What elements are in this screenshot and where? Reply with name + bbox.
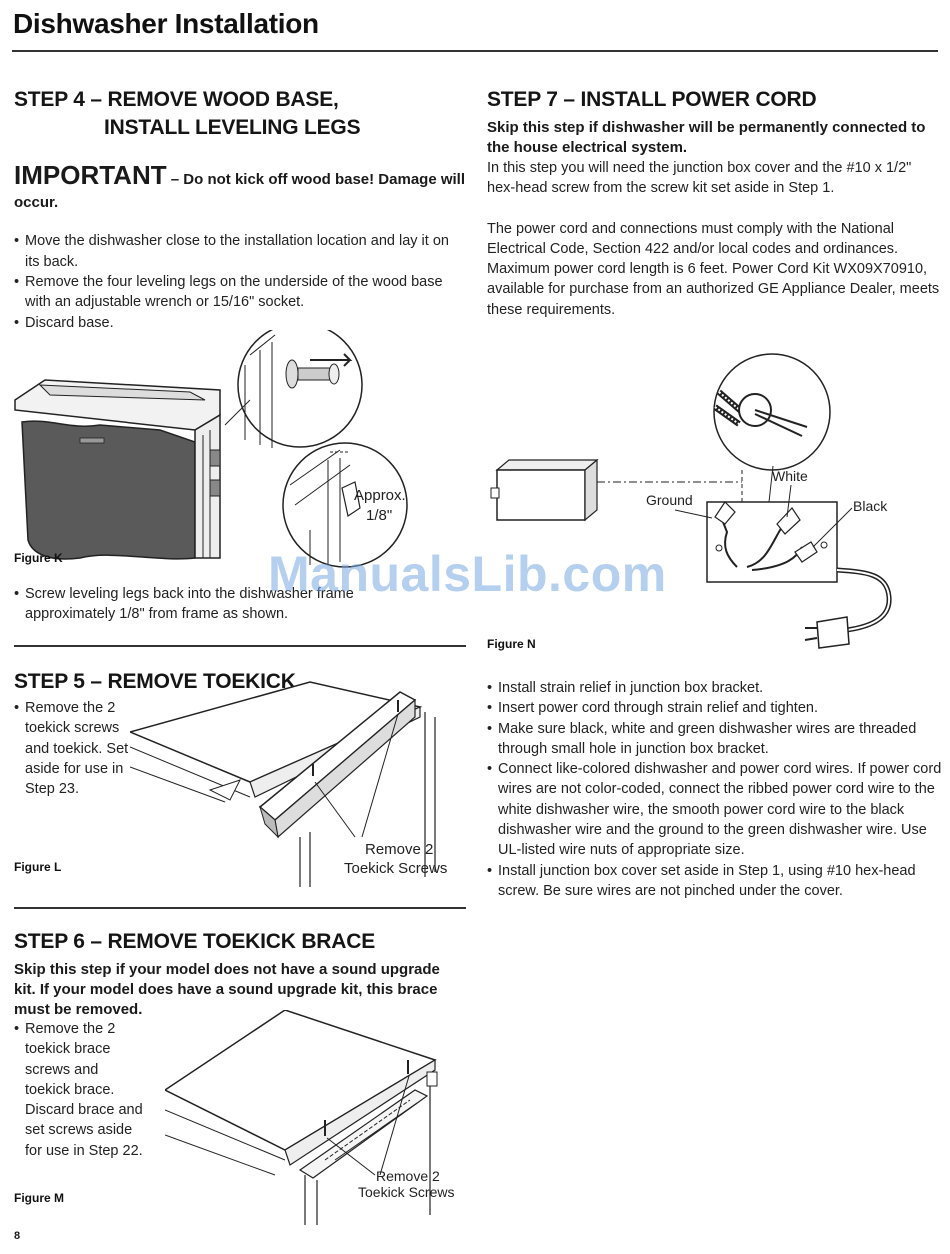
page-number: 8: [14, 1230, 21, 1242]
figure-l-callout-line1: Remove 2: [365, 841, 433, 858]
step7-paragraph: In this step you will need the junction …: [487, 160, 912, 197]
important-text: – Do not kick off wood base! Damage will…: [14, 171, 466, 212]
watermark: ManualsLib.com: [268, 546, 667, 602]
step7-note: Skip this step if dishwasher will be per…: [487, 119, 926, 156]
step4-heading-line2: INSTALL LEVELING LEGS: [104, 116, 361, 139]
step5-bullet-list: Remove the 2 toekick screws and toekick.…: [14, 698, 236, 799]
figure-m-callout-line2: Toekick Screws: [358, 1184, 454, 1200]
step7-bullet: Make sure black, white and green dishwas…: [487, 719, 942, 760]
page-title: Dishwasher Installation: [13, 8, 319, 39]
step7-bullet: Connect like-colored dishwasher and powe…: [487, 759, 942, 860]
step6-note: Skip this step if your model does not ha…: [14, 961, 440, 1018]
right-column: STEP 7 – INSTALL POWER CORD Skip this st…: [487, 88, 942, 320]
figure-m-callout-line1: Remove 2: [376, 1168, 440, 1184]
figure-m-illustration: Remove 2 Toekick Screws: [165, 1010, 454, 1225]
step7-heading: STEP 7 – INSTALL POWER CORD: [487, 88, 817, 111]
figure-k-callout-line1: Approx.: [354, 487, 406, 504]
step6-heading: STEP 6 – REMOVE TOEKICK BRACE: [14, 930, 376, 953]
step7-bullet: Insert power cord through strain relief …: [487, 698, 942, 719]
step7-bullet: Install strain relief in junction box br…: [487, 678, 942, 699]
figure-l-callout-line2: Toekick Screws: [344, 860, 447, 877]
figure-n-label: Figure N: [487, 637, 536, 651]
step4-heading-line1: STEP 4 – REMOVE WOOD BASE,: [14, 88, 339, 111]
step4-bullet: Discard base.: [14, 313, 464, 334]
figure-n-illustration: White Ground Black: [490, 353, 892, 649]
figure-k-illustration: Approx. 1/8": [14, 330, 408, 568]
step6-bullet: Remove the 2 toekick brace screws and to…: [14, 1019, 236, 1161]
left-column: STEP 4 – REMOVE WOOD BASE, INSTALL LEVEL…: [14, 88, 469, 333]
title-divider: [12, 50, 938, 52]
white-wire-label: White: [772, 468, 808, 484]
important-warning: IMPORTANT – Do not kick off wood base! D…: [14, 158, 469, 213]
black-wire-label: Black: [853, 498, 888, 514]
figure-m-label: Figure M: [14, 1191, 64, 1205]
step4-bullet: Move the dishwasher close to the install…: [14, 231, 464, 272]
step5-heading: STEP 5 – REMOVE TOEKICK: [14, 670, 296, 693]
important-word: IMPORTANT: [14, 160, 167, 190]
step4-bullet-list: Move the dishwasher close to the install…: [14, 231, 464, 334]
step5-bullet-text: Remove the 2 toekick screws and toekick.…: [25, 700, 129, 798]
spacer: [487, 663, 942, 664]
step7-bullet-list: Install strain relief in junction box br…: [487, 678, 942, 901]
figure-l-illustration: Remove 2 Toekick Screws: [130, 681, 447, 887]
step4-after-bullet-list: Screw leveling legs back into the dishwa…: [14, 584, 404, 625]
section-divider: [14, 907, 466, 909]
figure-l-label: Figure L: [14, 860, 62, 874]
step4-section: STEP 4 – REMOVE WOOD BASE, INSTALL LEVEL…: [14, 88, 469, 333]
step4-bullet: Remove the four leveling legs on the und…: [14, 272, 464, 313]
figure-k-callout-line2: 1/8": [366, 507, 392, 524]
step5-bullet: Remove the 2 toekick screws and toekick.…: [14, 698, 236, 799]
step6-bullet-text: Remove the 2 toekick brace screws and to…: [25, 1021, 143, 1159]
step7-paragraph: The power cord and connections must comp…: [487, 220, 940, 318]
ground-wire-label: Ground: [646, 492, 693, 508]
figure-k-label: Figure K: [14, 551, 63, 565]
section-divider: [14, 645, 466, 647]
step7-bullet: Install junction box cover set aside in …: [487, 861, 942, 902]
step4-after-bullet: Screw leveling legs back into the dishwa…: [14, 584, 404, 625]
step6-bullet-list: Remove the 2 toekick brace screws and to…: [14, 1019, 236, 1161]
